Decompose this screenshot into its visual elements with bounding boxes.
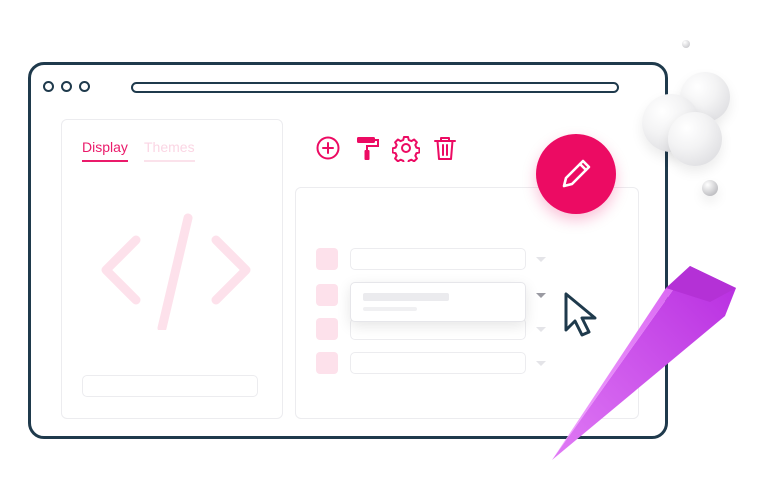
settings-panel: Display Themes: [61, 119, 283, 419]
window-dot-close[interactable]: [43, 81, 54, 92]
trash-icon[interactable]: [431, 134, 459, 162]
row-checkbox[interactable]: [316, 318, 338, 340]
decorative-prism: [552, 266, 736, 460]
decorative-sphere: [682, 40, 690, 48]
chevron-down-icon[interactable]: [536, 257, 546, 262]
row-select[interactable]: [350, 352, 526, 374]
decorative-sphere: [702, 180, 718, 196]
edit-button[interactable]: [536, 134, 616, 214]
chevron-down-icon[interactable]: [536, 361, 546, 366]
row-checkbox[interactable]: [316, 352, 338, 374]
tab-themes[interactable]: Themes: [144, 138, 195, 162]
code-brackets-icon: [101, 213, 251, 330]
paint-roller-icon[interactable]: [353, 134, 381, 162]
row-checkbox[interactable]: [316, 248, 338, 270]
pencil-icon: [562, 159, 591, 188]
window-dot-maximize[interactable]: [79, 81, 90, 92]
browser-window: Display Themes: [28, 62, 668, 439]
address-bar[interactable]: [131, 82, 619, 93]
placeholder-text-line: [363, 293, 449, 301]
cursor-arrow-icon: [564, 292, 597, 337]
panel-input[interactable]: [82, 375, 258, 397]
decorative-sphere: [668, 112, 722, 166]
window-dot-minimize[interactable]: [61, 81, 72, 92]
chevron-down-icon[interactable]: [536, 327, 546, 332]
add-circle-icon[interactable]: [314, 134, 342, 162]
placeholder-text-line: [363, 307, 417, 311]
row-select[interactable]: [350, 248, 526, 270]
row-checkbox[interactable]: [316, 284, 338, 306]
tab-display[interactable]: Display: [82, 138, 128, 162]
chevron-down-icon[interactable]: [536, 293, 546, 298]
row-select-active[interactable]: [350, 282, 526, 322]
gear-icon[interactable]: [392, 134, 420, 162]
list-panel: [295, 187, 639, 419]
